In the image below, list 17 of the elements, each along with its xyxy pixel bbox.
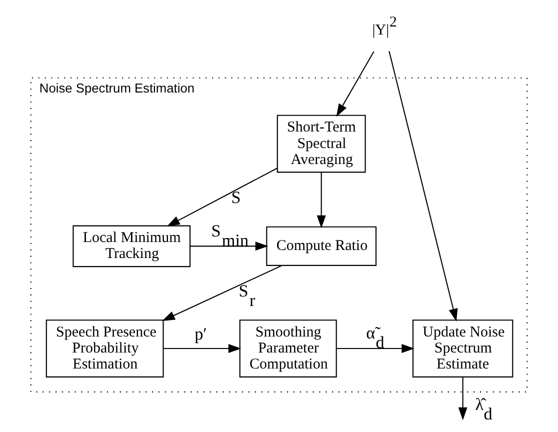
node-box: Local Minimum Tracking	[72, 225, 191, 268]
arrow	[458, 377, 468, 420]
arrow	[336, 51, 374, 117]
arrow	[336, 344, 415, 354]
arrow	[166, 168, 278, 226]
node-box: Update Noise Spectrum Estimate	[412, 320, 514, 378]
node-box: Compute Ratio	[266, 226, 377, 266]
node-box: Speech Presence Probability Estimation	[46, 320, 164, 378]
node-box: Short-Term Spectral Averaging	[276, 114, 366, 173]
arrow	[190, 242, 268, 251]
edge-label: S	[231, 188, 241, 208]
arrow	[316, 172, 326, 228]
arrow	[162, 265, 282, 321]
arrow	[163, 344, 242, 354]
arrow	[388, 51, 458, 322]
edge-label: p′	[194, 324, 207, 344]
node-box: Smoothing Parameter Computation	[239, 320, 337, 378]
